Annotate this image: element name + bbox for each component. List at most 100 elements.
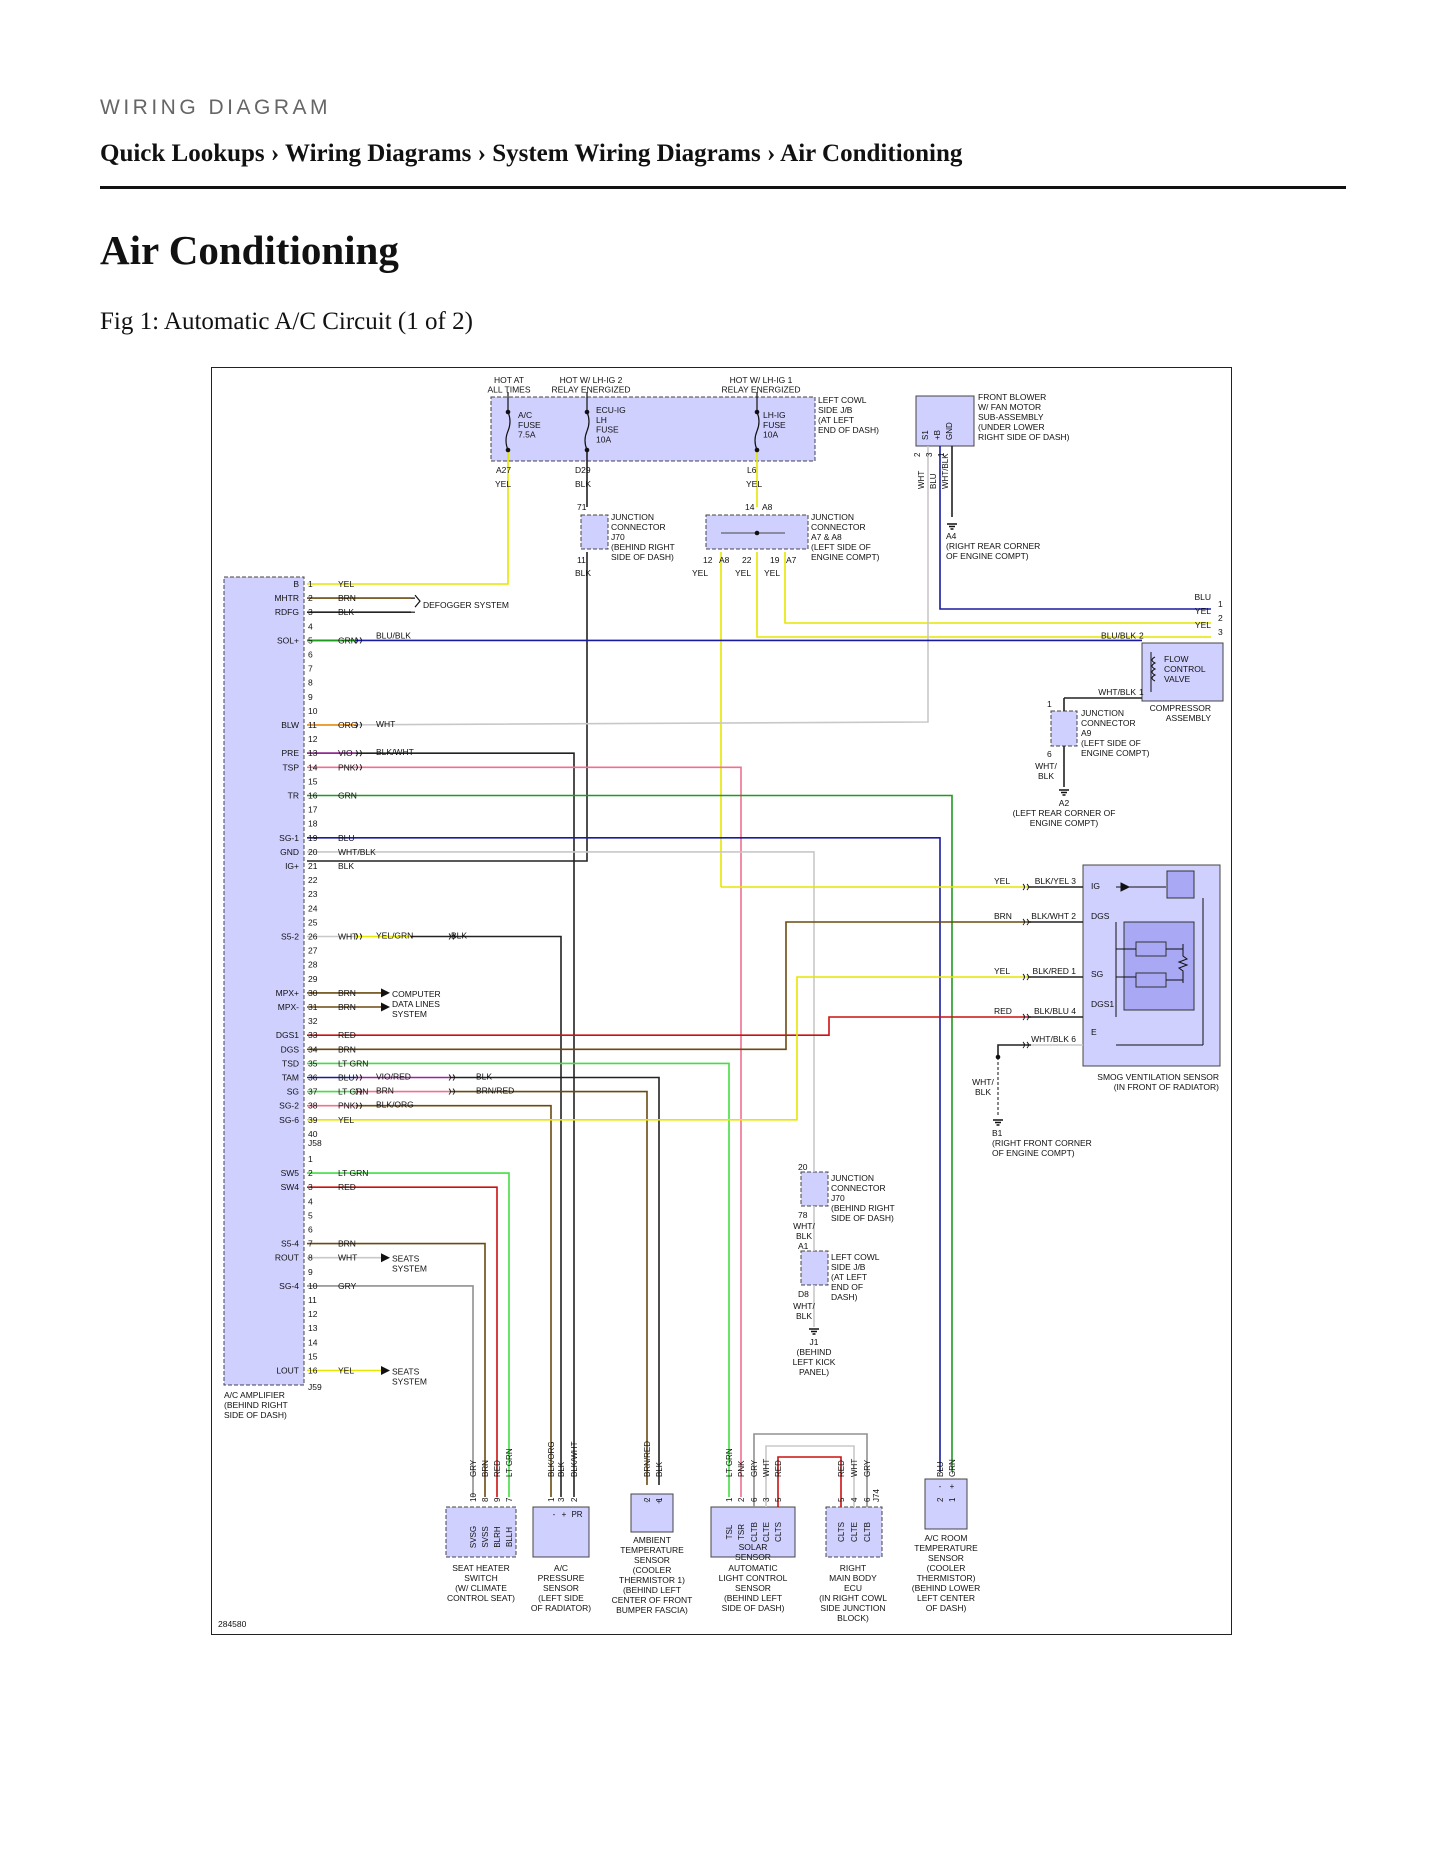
wire-amp-b	[307, 450, 509, 585]
splice-dot	[584, 447, 590, 453]
pin-label: 14	[745, 502, 755, 512]
blower-pin: GND	[945, 422, 954, 440]
ambient-label: SENSOR	[634, 1555, 670, 1565]
diagram-id: 284580	[218, 1619, 247, 1629]
amp-wire-label: LT GRN	[338, 1058, 368, 1068]
ambient-label: BUMPER FASCIA)	[616, 1605, 688, 1615]
amp-wire-label: RED	[338, 1182, 356, 1192]
a9-label: (LEFT SIDE OF	[1081, 738, 1141, 748]
ambient-label: TEMPERATURE	[620, 1545, 684, 1555]
wire-label: BLK	[796, 1231, 812, 1241]
j70-low-label: SIDE OF DASH)	[831, 1213, 894, 1223]
seat-heater-switch	[445, 1506, 517, 1558]
amp-terminal: SG	[287, 1087, 299, 1097]
pin-d29: D29	[575, 465, 591, 475]
smog-element-1	[1135, 941, 1167, 957]
seats-arrow	[381, 1253, 390, 1263]
solar-terminal: TSR	[737, 1524, 746, 1540]
amp-pin: 34	[308, 1044, 318, 1054]
fuse-ecu-label: ECU-IG	[596, 405, 626, 415]
pressure-pin: 1	[547, 1497, 556, 1502]
amp-pin: 10	[308, 1281, 318, 1291]
pin-label: 71	[577, 502, 587, 512]
smog-terminal: DGS	[1091, 911, 1110, 921]
ground-j1-desc: PANEL)	[799, 1367, 829, 1377]
amp-wire-label: BRN	[338, 1002, 356, 1012]
smog-in-wire: YEL	[994, 966, 1010, 976]
seat-heater-label: (W/ CLIMATE	[455, 1583, 507, 1593]
amp-wire-label: BRN	[338, 1239, 356, 1249]
connector-symbol	[355, 1102, 362, 1110]
wire-s54	[307, 1242, 486, 1497]
jb-low-label: DASH)	[831, 1292, 858, 1302]
bus-wire-label: YEL	[1195, 620, 1211, 630]
jb-label: SIDE J/B	[818, 405, 853, 415]
seat-heater-wire-label: GRY	[469, 1459, 478, 1477]
solar-terminal: CLTS	[774, 1522, 783, 1542]
splice-dot	[754, 409, 760, 415]
body-ecu-label: RIGHT	[840, 1563, 866, 1573]
compressor-box	[1141, 642, 1224, 702]
amp-pin: 9	[308, 1267, 313, 1277]
seat-heater-pin: 9	[493, 1497, 502, 1502]
connector-symbol	[448, 1074, 455, 1081]
pressure-sensor	[532, 1506, 590, 1558]
amp-pin: 14	[308, 762, 318, 772]
body-ecu-label: MAIN BODY	[829, 1573, 877, 1583]
blower-pin-num: 3	[925, 452, 934, 457]
wire-sw4	[307, 1186, 498, 1497]
breadcrumb[interactable]: Quick Lookups › Wiring Diagrams › System…	[100, 140, 963, 167]
pressure-pin: 2	[570, 1497, 579, 1502]
power-label-always: ALL TIMES	[488, 385, 531, 395]
connector-symbol	[355, 1088, 362, 1095]
body-ecu-terminal: CLTB	[863, 1522, 872, 1542]
wire-label: YEL	[746, 479, 762, 489]
power-label-ig1: HOT W/ LH-IG 1	[730, 375, 793, 385]
solar-terminal: TSL	[725, 1524, 734, 1539]
seat-heater-wire-label: RED	[493, 1460, 502, 1477]
smog-label: (IN FRONT OF RADIATOR)	[1114, 1082, 1219, 1092]
pin-label: 1	[1047, 699, 1052, 709]
amp-wire-label: BRN	[338, 1044, 356, 1054]
blower-label: (UNDER LOWER	[978, 422, 1045, 432]
fuse-lhig-symbol	[754, 411, 760, 451]
amp-pin: 33	[308, 1030, 318, 1040]
amp-terminal: DGS1	[276, 1030, 299, 1040]
ground-j1-desc: LEFT KICK	[793, 1357, 836, 1367]
amp-terminal: RDFG	[275, 607, 299, 617]
body-ecu-pin: 4	[850, 1497, 859, 1502]
compressor-pin: 2	[1139, 630, 1144, 640]
ground-j1-label: J1	[810, 1337, 819, 1347]
a9-label: A9	[1081, 728, 1092, 738]
splice-dot	[754, 530, 760, 536]
inline-label: WHT	[376, 719, 395, 729]
room-pin: 1	[948, 1497, 957, 1502]
j70-low-label: (BEHIND RIGHT	[831, 1203, 895, 1213]
connector-symbol	[1022, 1013, 1029, 1021]
inline-label: BLK	[476, 1072, 492, 1082]
amp-pin: 28	[308, 960, 318, 970]
room-label: A/C ROOM	[925, 1533, 968, 1543]
ground-b1-desc: (RIGHT FRONT CORNER	[992, 1138, 1092, 1148]
bus-wire-label: YEL	[1195, 606, 1211, 616]
compressor-wire-label: WHT/BLK	[1098, 687, 1136, 697]
wire-sg	[451, 1090, 648, 1485]
solar-label: (BEHIND LEFT	[724, 1593, 782, 1603]
ground-a2-label: A2	[1059, 798, 1070, 808]
blower-pin: S1	[921, 430, 930, 440]
a7a8-label: CONNECTOR	[811, 522, 866, 532]
smog-in-wire: RED	[994, 1006, 1012, 1016]
seats-label: SEATS	[392, 1367, 420, 1377]
jb-low-label: SIDE J/B	[831, 1262, 866, 1272]
figure-caption: Fig 1: Automatic A/C Circuit (1 of 2)	[100, 308, 473, 335]
solar-wire-label: WHT	[762, 1459, 771, 1477]
smog-sensor-inner	[1123, 921, 1195, 1011]
pin-label: A8	[762, 502, 773, 512]
fuse-ac-symbol	[505, 411, 511, 451]
seats-arrow	[381, 1366, 390, 1375]
a7a8-label: A7 & A8	[811, 532, 842, 542]
body-ecu-wire-label: GRY	[863, 1459, 872, 1477]
amp-wire-label: LT GRN	[338, 1168, 368, 1178]
amp-pin: 32	[308, 1016, 318, 1026]
fuse-ecu-label: 10A	[596, 434, 611, 444]
